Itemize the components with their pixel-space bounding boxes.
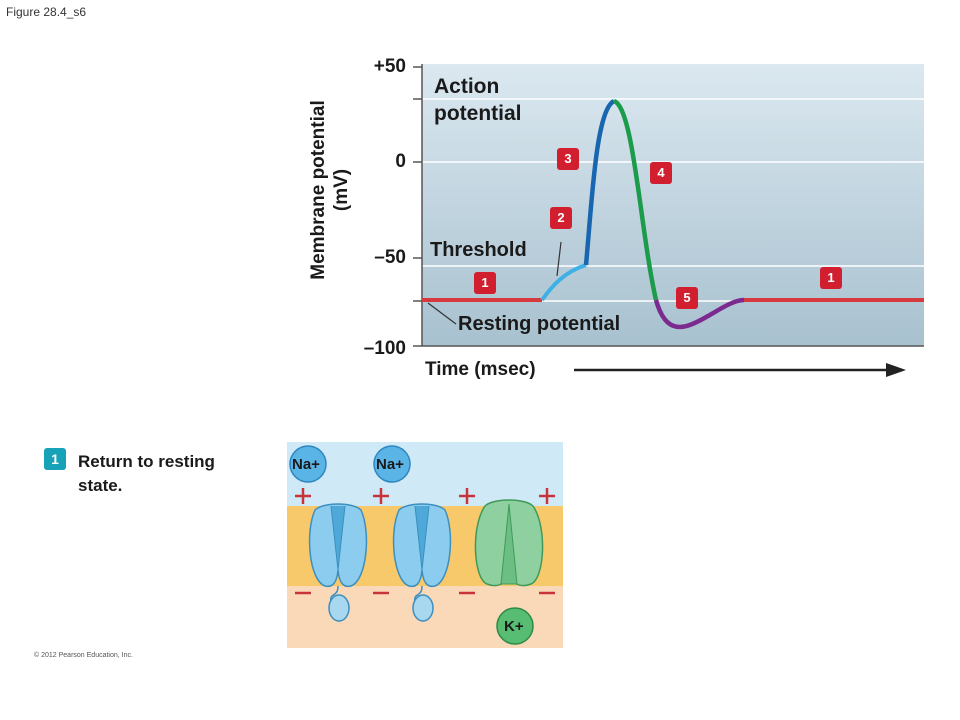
positive-charge xyxy=(539,488,555,504)
time-arrow-head xyxy=(886,363,906,377)
k-ion xyxy=(496,607,534,645)
y-tick-label-plus50: +50 xyxy=(373,56,406,77)
resting-potential-label: Resting potential xyxy=(458,313,621,335)
na-ion-label-1: Na+ xyxy=(292,456,320,473)
trace-rising xyxy=(583,98,616,266)
na-ion-1 xyxy=(289,445,327,483)
action-potential-graph xyxy=(413,64,924,377)
y-tick-label-minus100: –100 xyxy=(363,338,406,359)
phase-badge-2: 2 xyxy=(550,207,572,229)
y-axis-label-line2: (mV) xyxy=(331,168,352,212)
action-potential-label: Action potential xyxy=(434,73,522,127)
phase-badge-1-right: 1 xyxy=(820,267,842,289)
positive-charge xyxy=(373,488,389,504)
step-number-badge: 1 xyxy=(44,448,66,470)
y-tick-label-zero: 0 xyxy=(395,151,406,172)
sodium-channel-1 xyxy=(308,503,368,622)
copyright-notice: © 2012 Pearson Education, Inc. xyxy=(34,652,133,659)
x-axis-label: Time (msec) xyxy=(425,359,536,380)
trace-falling xyxy=(612,98,659,301)
trace-depolarizing xyxy=(540,263,587,302)
positive-charge xyxy=(295,488,311,504)
y-tick-label-minus50: –50 xyxy=(374,247,406,268)
na-ion-2 xyxy=(373,445,411,483)
membrane-diagram xyxy=(287,442,563,648)
phase-badge-5: 5 xyxy=(676,287,698,309)
y-axis-label-line1: Membrane potential xyxy=(308,100,329,280)
figure-label: Figure 28.4_s6 xyxy=(6,5,87,19)
action-label-line2: potential xyxy=(434,102,522,125)
resting-leader-line xyxy=(427,302,457,325)
phase-badge-4: 4 xyxy=(650,162,672,184)
step-description: Return to resting state. xyxy=(78,452,215,495)
threshold-label: Threshold xyxy=(430,239,527,261)
action-label-line1: Action xyxy=(434,75,500,98)
potassium-channel xyxy=(474,499,544,587)
extracellular-region xyxy=(287,442,563,506)
na-ion-label-2: Na+ xyxy=(376,456,404,473)
positive-charge xyxy=(459,488,475,504)
phase-badge-1-left: 1 xyxy=(474,272,496,294)
threshold-leader-line xyxy=(556,241,562,277)
sodium-channel-2 xyxy=(392,503,452,622)
trace-undershoot xyxy=(653,297,745,330)
phase-badge-3: 3 xyxy=(557,148,579,170)
k-ion-label: K+ xyxy=(504,618,524,635)
